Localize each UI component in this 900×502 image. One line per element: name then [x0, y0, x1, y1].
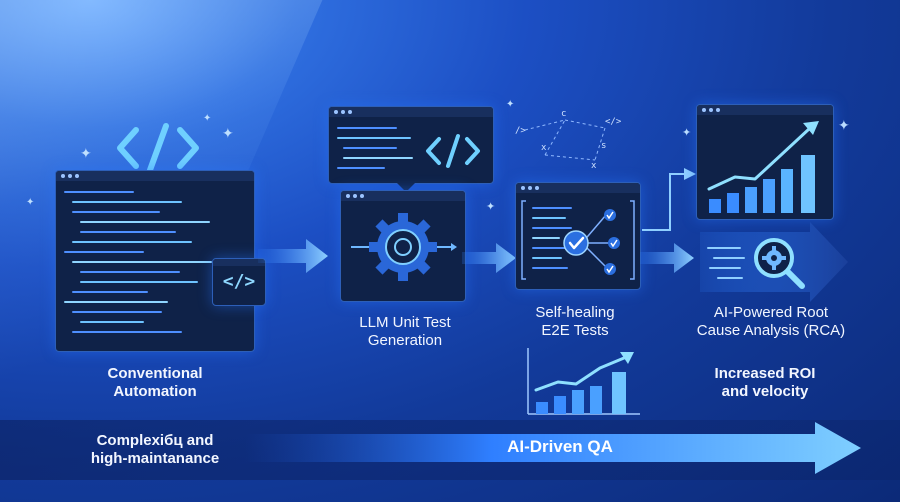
llm-code-window — [328, 106, 494, 184]
node-network-icon: /> c x </> s x — [515, 109, 622, 171]
sparkle-icon: ✦ — [80, 145, 92, 161]
self-healing-window — [515, 182, 641, 290]
code-brackets-icon — [117, 123, 199, 173]
sparkle-icon: ✦ — [486, 201, 496, 213]
speech-tail — [396, 182, 416, 192]
flow-arrow-up — [642, 168, 696, 231]
sparkle-icon: ✦ — [203, 113, 212, 124]
check-network-icon — [521, 200, 635, 280]
sparkle-icon: ✦ — [838, 117, 850, 133]
gear-ai-icon — [351, 213, 457, 281]
svg-text:</>: </> — [605, 117, 622, 127]
bar-chart-icon — [707, 121, 819, 213]
code-tag-text: </> — [222, 271, 256, 292]
magnifier-gear-icon — [700, 222, 848, 302]
svg-text:c: c — [561, 109, 566, 119]
flow-arrow — [258, 239, 328, 273]
svg-text:x: x — [541, 143, 547, 153]
sparkle-icon: ✦ — [26, 197, 35, 208]
sparkle-icon: ✦ — [682, 127, 692, 139]
svg-text:x: x — [591, 161, 597, 171]
flow-arrow — [640, 243, 694, 273]
llm-gear-window — [340, 190, 466, 302]
ai-driven-qa-arrow — [245, 422, 861, 474]
code-brackets-icon — [426, 134, 480, 168]
roi-bar-chart-icon — [527, 348, 640, 415]
rca-chart-window — [696, 104, 834, 220]
code-tag-badge: </> — [212, 258, 266, 306]
svg-text:/>: /> — [515, 126, 526, 136]
sparkle-icon: ✦ — [222, 125, 234, 141]
svg-text:s: s — [601, 141, 606, 151]
sparkle-icon: ✦ — [506, 99, 515, 110]
flow-arrow — [462, 243, 516, 273]
banner-label: AI-Driven QA — [507, 437, 613, 456]
